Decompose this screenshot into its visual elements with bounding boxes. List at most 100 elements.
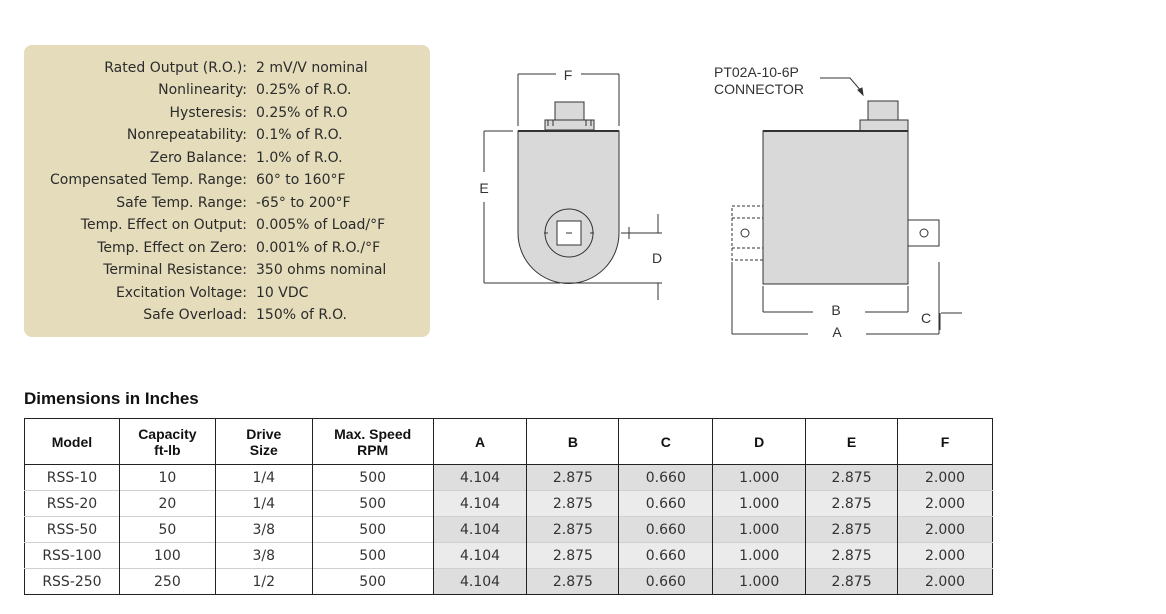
cell-model: RSS-10 (24, 464, 120, 491)
cell-drive-size: 3/8 (215, 516, 313, 543)
spec-value: -65° to 200°F (256, 195, 351, 211)
cell-capacity: 50 (119, 516, 216, 543)
connector-front-base (859, 119, 909, 132)
right-shaft (907, 219, 940, 247)
cell-capacity: 250 (119, 568, 216, 595)
dimensions-title: Dimensions in Inches (24, 389, 199, 408)
cell-dim-b: 2.875 (526, 542, 620, 569)
cell-dim-f: 2.000 (897, 542, 993, 569)
cell-dim-b: 2.875 (526, 490, 620, 517)
cell-dim-d: 1.000 (712, 490, 807, 517)
spec-value: 0.25% of R.O (256, 105, 348, 121)
cell-dim-a: 4.104 (433, 490, 528, 517)
cell-model: RSS-20 (24, 490, 120, 517)
cell-dim-a: 4.104 (433, 464, 528, 491)
spec-value: 2 mV/V nominal (256, 60, 368, 76)
cell-dim-e: 2.875 (805, 490, 899, 517)
cell-capacity: 10 (119, 464, 216, 491)
column-header-b: B (526, 418, 620, 465)
cell-max-speed: 500 (312, 490, 434, 517)
cell-dim-d: 1.000 (712, 464, 807, 491)
cell-dim-a: 4.104 (433, 568, 528, 595)
spec-row: Safe Temp. Range: -65° to 200°F (24, 193, 430, 213)
left-shaft (731, 205, 764, 261)
spec-label: Rated Output (R.O.): (104, 60, 247, 76)
cell-dim-d: 1.000 (712, 516, 807, 543)
cell-dim-b: 2.875 (526, 568, 620, 595)
spec-row: Nonlinearity: 0.25% of R.O. (24, 80, 430, 100)
cell-dim-c: 0.660 (618, 464, 714, 491)
spec-row: Hysteresis: 0.25% of R.O (24, 103, 430, 123)
spec-value: 350 ohms nominal (256, 262, 387, 278)
spec-value: 0.005% of Load/°F (256, 217, 386, 233)
column-header-c: C (618, 418, 714, 465)
cell-model: RSS-50 (24, 516, 120, 543)
cell-dim-e: 2.875 (805, 516, 899, 543)
cell-dim-f: 2.000 (897, 490, 993, 517)
spec-row: Temp. Effect on Zero: 0.001% of R.O./°F (24, 238, 430, 258)
cell-drive-size: 1/4 (215, 464, 313, 491)
spec-row: Zero Balance: 1.0% of R.O. (24, 148, 430, 168)
sensor-dimension-drawing: F E D PT02A-10-6P CONNECTOR B A C (479, 64, 962, 340)
header-line: RPM (357, 441, 389, 458)
connector-front (867, 100, 899, 122)
specifications-panel: Rated Output (R.O.): 2 mV/V nominal Nonl… (24, 45, 430, 337)
spec-row: Safe Overload: 150% of R.O. (24, 305, 430, 325)
spec-row: Temp. Effect on Output: 0.005% of Load/°… (24, 215, 430, 235)
connector-base (544, 119, 595, 131)
header-line: ft-lb (154, 441, 181, 458)
spec-value: 0.001% of R.O./°F (256, 240, 381, 256)
cell-dim-f: 2.000 (897, 568, 993, 595)
spec-label: Nonlinearity: (158, 82, 247, 98)
dimension-label-a: A (832, 324, 842, 340)
cell-model: RSS-250 (24, 568, 120, 595)
cell-dim-f: 2.000 (897, 464, 993, 491)
cell-dim-e: 2.875 (805, 464, 899, 491)
dimension-label-d: D (652, 250, 662, 266)
cell-dim-a: 4.104 (433, 542, 528, 569)
spec-label: Safe Overload: (143, 307, 247, 323)
connector-label: CONNECTOR (714, 81, 804, 97)
cell-dim-b: 2.875 (526, 464, 620, 491)
cell-dim-a: 4.104 (433, 516, 528, 543)
cell-drive-size: 1/2 (215, 568, 313, 595)
cell-dim-c: 0.660 (618, 490, 714, 517)
spec-label: Hysteresis: (169, 105, 247, 121)
column-header-f: F (940, 433, 950, 450)
cell-capacity: 20 (119, 490, 216, 517)
dimension-label-e: E (479, 180, 488, 196)
cell-dim-c: 0.660 (618, 516, 714, 543)
spec-value: 0.25% of R.O. (256, 82, 352, 98)
spec-row: Compensated Temp. Range: 60° to 160°F (24, 170, 430, 190)
cell-dim-e: 2.875 (805, 542, 899, 569)
cell-dim-f: 2.000 (897, 516, 993, 543)
cell-max-speed: 500 (312, 516, 434, 543)
cell-drive-size: 3/8 (215, 542, 313, 569)
cell-dim-d: 1.000 (712, 568, 807, 595)
cell-dim-e: 2.875 (805, 568, 899, 595)
spec-label: Nonrepeatability: (126, 127, 247, 143)
dimension-label-c: C (921, 310, 931, 326)
dimension-label-f: F (564, 67, 573, 83)
header-line: Size (249, 441, 278, 458)
spec-label: Zero Balance: (149, 150, 247, 166)
header-line: Max. Speed (334, 425, 412, 442)
cell-dim-d: 1.000 (712, 542, 807, 569)
spec-label: Terminal Resistance: (103, 262, 247, 278)
cell-max-speed: 500 (312, 464, 434, 491)
spec-value: 150% of R.O. (256, 307, 347, 323)
spec-label: Excitation Voltage: (115, 285, 247, 301)
spec-value: 0.1% of R.O. (256, 127, 343, 143)
column-header-e: E (805, 418, 899, 465)
column-header-d: D (712, 418, 807, 465)
connector-shape (554, 101, 585, 122)
